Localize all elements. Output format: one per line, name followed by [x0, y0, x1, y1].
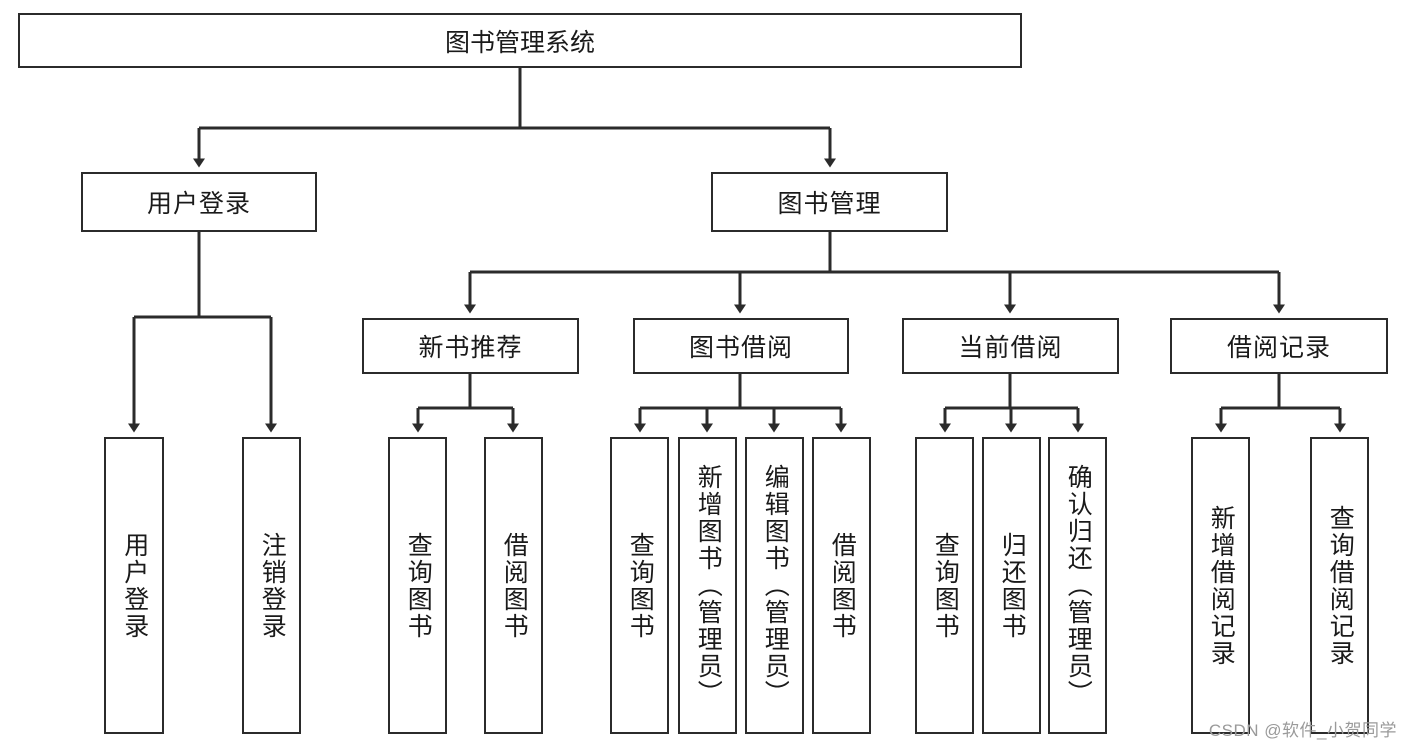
leaf-edit-book-admin-label: 编辑图书（管理员） [761, 464, 790, 707]
leaf-borrow-book-label: 借阅图书 [828, 531, 857, 640]
leaf-query-book-current-label: 查询图书 [931, 531, 960, 640]
leaf-logout[interactable]: 注销登录 [242, 437, 301, 734]
leaf-confirm-return-admin-label: 确认归还（管理员） [1064, 464, 1093, 707]
leaf-query-book-borrow[interactable]: 查询图书 [610, 437, 669, 734]
leaf-borrow-book-recommend[interactable]: 借阅图书 [484, 437, 543, 734]
leaf-query-book-current[interactable]: 查询图书 [915, 437, 974, 734]
leaf-query-book-recommend-label: 查询图书 [404, 531, 433, 640]
node-user-login-label: 用户登录 [146, 190, 251, 218]
node-new-book-recommend[interactable]: 新书推荐 [362, 318, 579, 374]
leaf-query-borrow-record[interactable]: 查询借阅记录 [1310, 437, 1369, 734]
leaf-user-login-label: 用户登录 [120, 531, 149, 640]
node-book-management-label: 图书管理 [777, 190, 882, 218]
node-book-management[interactable]: 图书管理 [711, 172, 948, 232]
node-borrow-record[interactable]: 借阅记录 [1170, 318, 1388, 374]
leaf-edit-book-admin[interactable]: 编辑图书（管理员） [745, 437, 804, 734]
node-current-borrow[interactable]: 当前借阅 [902, 318, 1119, 374]
leaf-return-book[interactable]: 归还图书 [982, 437, 1041, 734]
node-borrow-record-label: 借阅记录 [1226, 334, 1331, 362]
leaf-return-book-label: 归还图书 [998, 531, 1027, 640]
node-new-book-recommend-label: 新书推荐 [418, 334, 523, 362]
leaf-add-book-admin-label: 新增图书（管理员） [694, 464, 723, 707]
node-current-borrow-label: 当前借阅 [958, 334, 1063, 362]
leaf-add-borrow-record[interactable]: 新增借阅记录 [1191, 437, 1250, 734]
node-root-label: 图书管理系统 [444, 28, 595, 57]
leaf-borrow-book[interactable]: 借阅图书 [812, 437, 871, 734]
node-user-login[interactable]: 用户登录 [81, 172, 317, 232]
leaf-query-borrow-record-label: 查询借阅记录 [1326, 504, 1355, 667]
leaf-query-book-borrow-label: 查询图书 [626, 531, 655, 640]
leaf-user-login[interactable]: 用户登录 [104, 437, 164, 734]
leaf-add-book-admin[interactable]: 新增图书（管理员） [678, 437, 737, 734]
node-book-borrow-label: 图书借阅 [688, 334, 793, 362]
leaf-confirm-return-admin[interactable]: 确认归还（管理员） [1048, 437, 1107, 734]
leaf-borrow-book-recommend-label: 借阅图书 [500, 531, 529, 640]
node-book-borrow[interactable]: 图书借阅 [633, 318, 849, 374]
node-root[interactable]: 图书管理系统 [18, 13, 1022, 68]
leaf-logout-label: 注销登录 [258, 531, 287, 640]
leaf-query-book-recommend[interactable]: 查询图书 [388, 437, 447, 734]
leaf-add-borrow-record-label: 新增借阅记录 [1207, 504, 1236, 667]
watermark: CSDN @软件_小贺同学 [1208, 721, 1397, 740]
